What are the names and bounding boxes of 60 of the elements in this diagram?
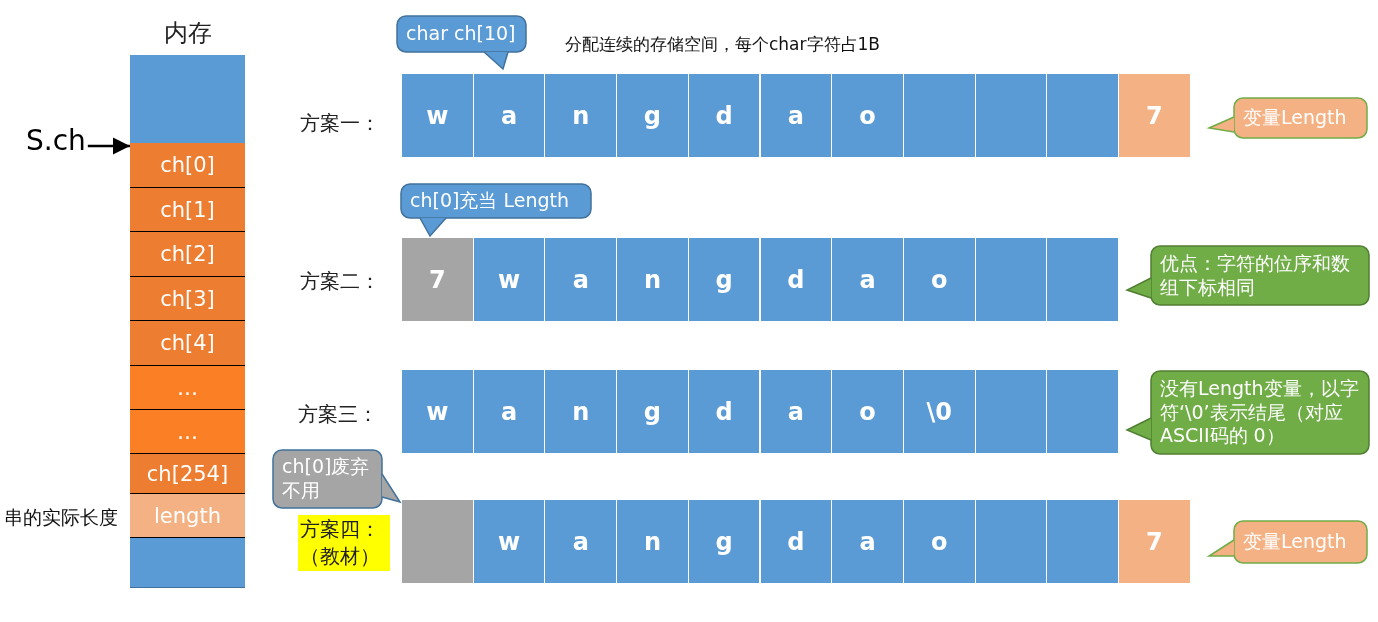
empty-cell xyxy=(975,370,1048,453)
array-cell: w xyxy=(402,74,474,157)
empty-cell xyxy=(1047,370,1119,453)
row-label: 方案三： xyxy=(298,401,378,428)
array-cell: 7 xyxy=(402,238,474,321)
note-text: 分配连续的存储空间，每个char字符占1B xyxy=(565,33,880,56)
pointer-label: S.ch xyxy=(26,124,86,157)
array-cell: o xyxy=(832,370,904,453)
arrow xyxy=(87,137,130,155)
array-cell: a xyxy=(832,238,904,321)
memory-cell: ch[3] xyxy=(130,277,245,321)
array-cell: a xyxy=(473,370,546,453)
array-cell: w xyxy=(473,500,546,583)
array-cell: d xyxy=(760,238,833,321)
array-cell: n xyxy=(545,74,618,157)
array-cell: w xyxy=(473,238,546,321)
array-cell: \0 xyxy=(903,370,976,453)
empty-cell xyxy=(1047,500,1119,583)
array-cell: 7 xyxy=(1119,500,1191,583)
array-cell: a xyxy=(832,500,904,583)
array-cell: n xyxy=(617,500,689,583)
memory-cell: length xyxy=(130,494,245,538)
empty-cell xyxy=(1047,238,1119,321)
array-cell: n xyxy=(617,238,689,321)
array-cell: o xyxy=(903,500,976,583)
empty-cell xyxy=(1047,74,1119,157)
array-cell: n xyxy=(545,370,618,453)
empty-cell xyxy=(975,500,1048,583)
row-label: 方案二： xyxy=(300,268,380,295)
array-cell: a xyxy=(545,500,618,583)
memory-cell: … xyxy=(130,366,245,410)
memory-cell: ch[2] xyxy=(130,232,245,277)
array-cell: d xyxy=(760,500,833,583)
array-cell: o xyxy=(903,238,976,321)
column-heading: 内存 xyxy=(162,18,213,49)
array-cell: a xyxy=(473,74,546,157)
row-label: 方案四：（教材） xyxy=(298,515,390,571)
empty-cell xyxy=(975,74,1048,157)
array-cell: a xyxy=(545,238,618,321)
array-cell: g xyxy=(617,370,689,453)
array-cell: w xyxy=(402,370,474,453)
array-cell: a xyxy=(760,74,833,157)
array-cell: g xyxy=(617,74,689,157)
memory-cell: ch[254] xyxy=(130,454,245,494)
empty-cell xyxy=(975,238,1048,321)
memory-cell: … xyxy=(130,410,245,454)
memory-cell: ch[1] xyxy=(130,188,245,232)
array-cell: a xyxy=(760,370,833,453)
array-cell: d xyxy=(688,370,761,453)
empty-cell xyxy=(402,500,474,583)
memory-cell: ch[0] xyxy=(130,143,245,188)
array-cell: g xyxy=(688,238,761,321)
row-label: 方案一： xyxy=(300,110,380,137)
array-cell: 7 xyxy=(1119,74,1191,157)
memory-cell: ch[4] xyxy=(130,321,245,366)
side-note: 串的实际长度 xyxy=(4,505,118,530)
array-cell: o xyxy=(832,74,904,157)
array-cell: g xyxy=(688,500,761,583)
array-cell: d xyxy=(688,74,761,157)
empty-cell xyxy=(903,74,976,157)
